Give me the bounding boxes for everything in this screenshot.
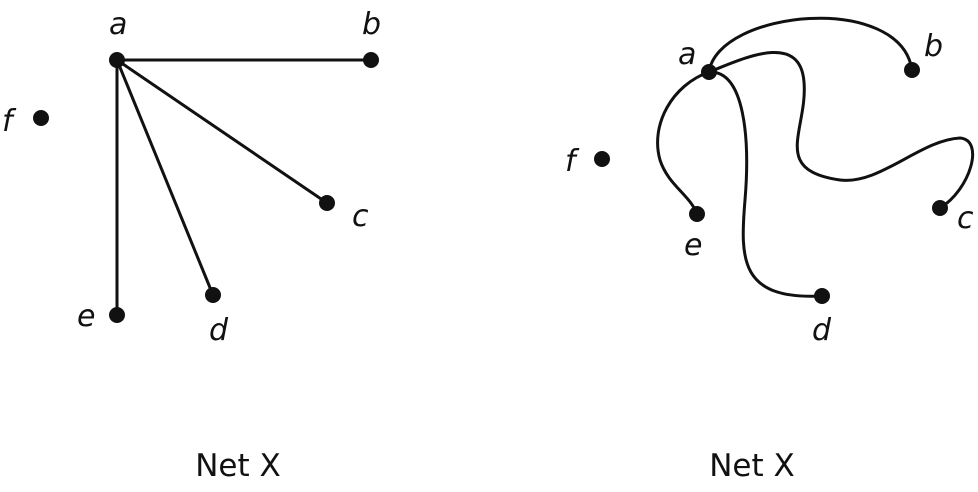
left-label-e: e: [77, 299, 95, 334]
right-label-e: e: [684, 228, 702, 263]
right-label-d: d: [812, 313, 832, 348]
left-vertex-a: [109, 52, 125, 68]
right-caption: Net X: [709, 448, 795, 484]
right-edge-a-b: [707, 16, 914, 74]
right-vertex-c: [932, 200, 948, 216]
right-vertex-a: [701, 64, 717, 80]
left-caption: Net X: [195, 448, 281, 484]
right-edge-a-e: [656, 70, 711, 216]
left-vertex-b: [363, 52, 379, 68]
right-vertex-e: [689, 206, 705, 222]
right-edge-a-d: [707, 70, 824, 298]
right-edge-a-c: [707, 51, 975, 210]
right-vertex-b: [904, 62, 920, 78]
right-label-f: f: [565, 144, 580, 179]
left-label-d: d: [209, 313, 229, 348]
right-label-b: b: [924, 29, 943, 64]
left-label-a: a: [109, 7, 127, 42]
right-label-a: a: [678, 37, 696, 72]
left-edge-a-d: [115, 58, 215, 297]
right-label-c: c: [957, 201, 974, 236]
left-label-f: f: [2, 104, 17, 139]
left-label-c: c: [352, 199, 369, 234]
left-vertex-f: [33, 110, 49, 126]
right-diagram: a b c d e f Net X: [565, 16, 975, 484]
right-vertex-d: [814, 288, 830, 304]
left-label-b: b: [362, 7, 381, 42]
left-vertex-e: [109, 307, 125, 323]
left-diagram: a b c d e f Net X: [2, 7, 381, 484]
left-edge-a-c: [115, 58, 329, 205]
right-vertex-f: [594, 151, 610, 167]
left-vertex-c: [319, 195, 335, 211]
left-vertex-d: [205, 287, 221, 303]
